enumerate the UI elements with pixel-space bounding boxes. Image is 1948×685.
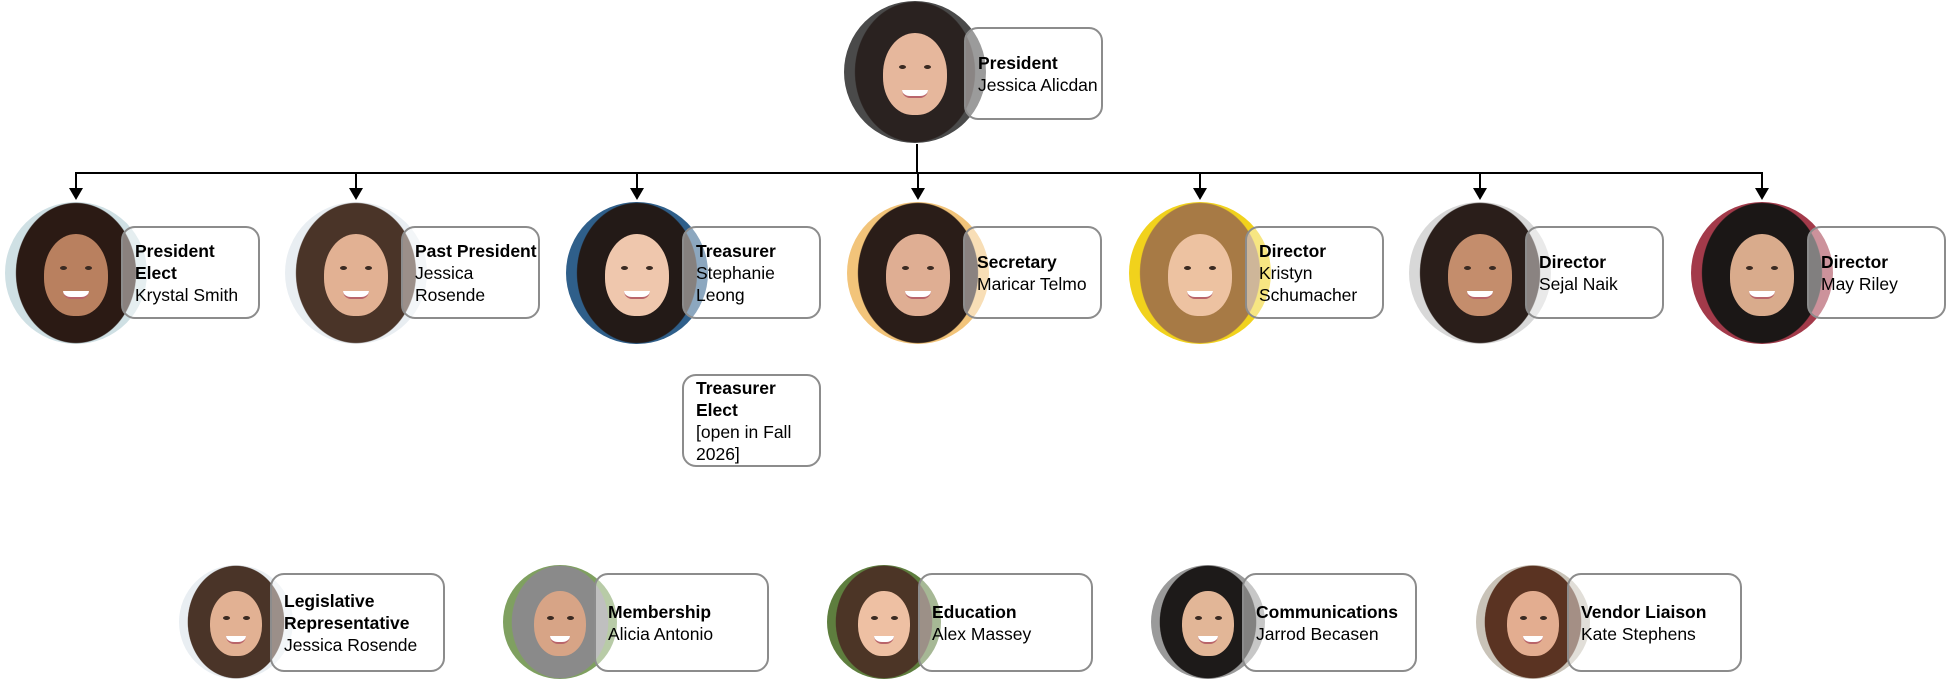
committee-member-role: Membership: [608, 601, 712, 622]
committee-member-role: Communications: [1256, 601, 1398, 622]
committee-member-name: Jessica Rosende: [284, 634, 418, 655]
board-member-role: Director: [1821, 251, 1889, 272]
board-member-name: Kristyn Schumacher: [1259, 262, 1358, 305]
president-role: President: [978, 52, 1058, 73]
board-member-role: Secretary: [977, 251, 1057, 272]
connector-drop: [355, 173, 357, 189]
arrow-down-icon: [911, 188, 925, 200]
committee-member-role: Legislative Representative: [284, 590, 410, 633]
connector-drop: [1761, 173, 1763, 189]
board-member-name: May Riley: [1821, 273, 1898, 294]
board-member-photo: [285, 202, 427, 344]
committee-member-name: Jarrod Becasen: [1256, 623, 1379, 644]
treasurer-elect-name: [open in Fall 2026]: [696, 421, 792, 464]
board-member-role: Treasurer: [696, 240, 776, 261]
board-member-name: Jessica Rosende: [415, 262, 486, 305]
board-member-name: Maricar Telmo: [977, 273, 1087, 294]
board-member-photo: [1129, 202, 1271, 344]
board-member-role: Director: [1259, 240, 1327, 261]
connector-trunk: [916, 144, 918, 174]
board-member-photo: [847, 202, 989, 344]
committee-member-name: Alicia Antonio: [608, 623, 714, 644]
arrow-down-icon: [1193, 188, 1207, 200]
board-member-photo: [566, 202, 708, 344]
connector-drop: [636, 173, 638, 189]
board-member-photo: [1691, 202, 1833, 344]
arrow-down-icon: [1755, 188, 1769, 200]
arrow-down-icon: [69, 188, 83, 200]
arrow-down-icon: [630, 188, 644, 200]
connector-drop: [1199, 173, 1201, 189]
connector-bus: [75, 172, 1763, 174]
board-member-name: Stephanie Leong: [696, 262, 775, 305]
committee-member-role: Vendor Liaison: [1581, 601, 1707, 622]
board-member-name: Sejal Naik: [1539, 273, 1618, 294]
committee-member-role: Education: [932, 601, 1017, 622]
committee-member-name: Kate Stephens: [1581, 623, 1696, 644]
committee-member-name: Alex Massey: [932, 623, 1032, 644]
board-member-photo: [1409, 202, 1551, 344]
connector-drop: [917, 173, 919, 189]
treasurer-elect-role: Treasurer Elect: [696, 377, 776, 420]
board-member-role: President Elect: [135, 240, 215, 283]
president-photo: [844, 1, 986, 143]
treasurer-elect-box: Treasurer Elect[open in Fall 2026]: [682, 374, 821, 467]
board-member-role: Director: [1539, 251, 1607, 272]
connector-drop: [1479, 173, 1481, 189]
board-member-photo: [5, 202, 147, 344]
president-name: Jessica Alicdan: [978, 74, 1098, 95]
arrow-down-icon: [349, 188, 363, 200]
board-member-name: Krystal Smith: [135, 284, 239, 305]
connector-drop: [75, 173, 77, 189]
board-member-role: Past President: [415, 240, 537, 261]
arrow-down-icon: [1473, 188, 1487, 200]
